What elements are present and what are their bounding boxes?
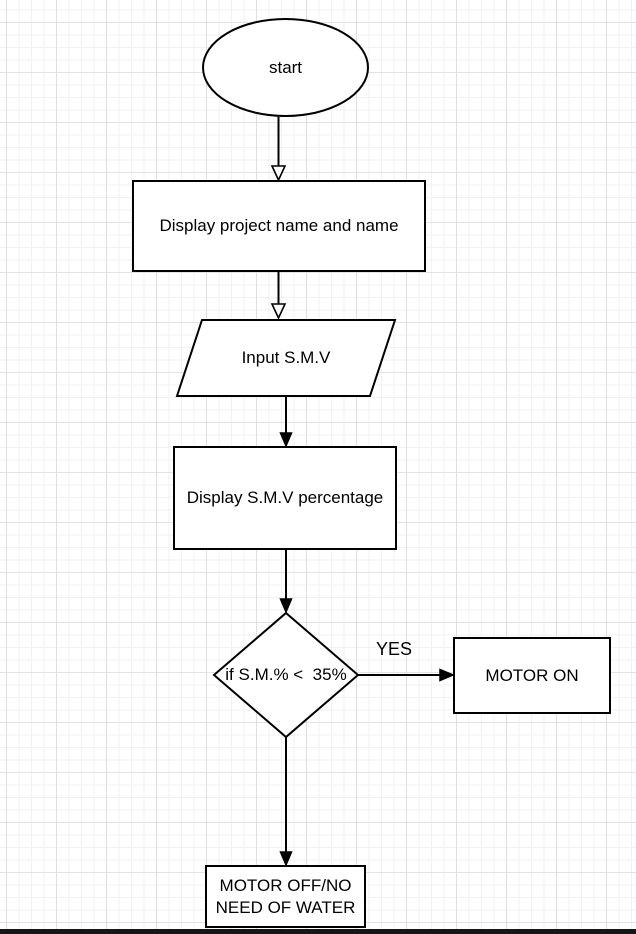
motor-off-shape [205, 865, 366, 928]
edge-display-percentage-to-decision [279, 549, 293, 614]
edge-start-to-display-project [270, 117, 287, 182]
open-arrowhead-icon [270, 303, 287, 320]
edge-display-project-to-input-smv [270, 271, 287, 320]
filled-arrowhead-icon [439, 668, 455, 682]
start-terminator-shape [202, 18, 369, 117]
decision-diamond-shape [212, 611, 360, 739]
bottom-edge-bar [0, 929, 636, 934]
filled-arrowhead-icon [279, 851, 293, 867]
filled-arrowhead-icon [279, 598, 293, 614]
display-smv-percentage-shape [173, 446, 397, 550]
input-smv-parallelogram-shape [175, 319, 397, 397]
display-project-name-shape [132, 180, 426, 272]
filled-arrowhead-icon [279, 432, 293, 448]
edge-input-smv-to-display-percentage [279, 397, 293, 448]
open-arrowhead-icon [270, 165, 287, 182]
edge-decision-to-motor-off [279, 737, 293, 867]
edge-decision-yes-to-motor-on [358, 668, 455, 682]
motor-on-shape [453, 637, 611, 714]
